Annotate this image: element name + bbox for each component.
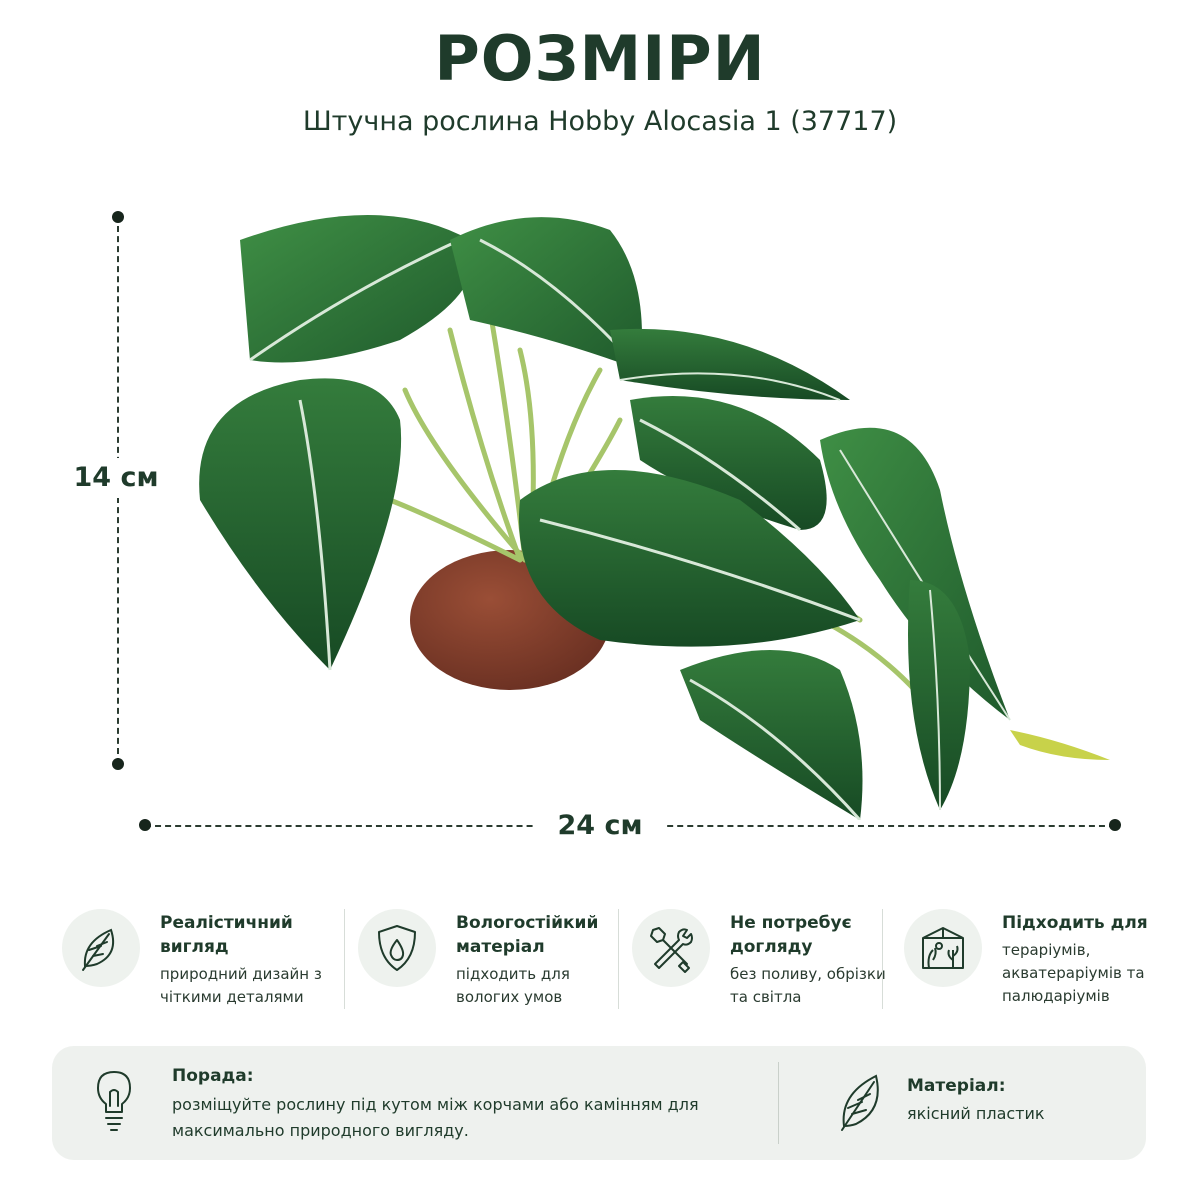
- width-right-dot: [1109, 819, 1121, 831]
- feature-divider: [618, 909, 619, 1009]
- feature-divider: [882, 909, 883, 1009]
- plant-image: [199, 215, 1110, 820]
- page-title: РОЗМІРИ: [434, 22, 766, 95]
- material-body: якісний пластик: [907, 1104, 1045, 1123]
- height-bottom-dot: [112, 758, 124, 770]
- feature-desc: підходить для вологих умов: [456, 965, 570, 1006]
- features-row: Реалістичний вигляд природний дизайн з ч…: [62, 905, 1152, 1015]
- tip-body: розміщуйте рослину під кутом між корчами…: [172, 1095, 699, 1140]
- feature-divider: [344, 909, 345, 1009]
- width-label: 24 см: [535, 806, 665, 846]
- tools-icon: [632, 909, 710, 987]
- shield-drop-icon: [358, 909, 436, 987]
- feature-title: Підходить для: [1002, 913, 1148, 933]
- leaf-icon: [62, 909, 140, 987]
- terrarium-icon: [904, 909, 982, 987]
- feature-suitable-for: Підходить для тераріумів, акватераріумів…: [904, 905, 1152, 1015]
- lightbulb-icon: [92, 1068, 136, 1138]
- material-title: Матеріал:: [907, 1076, 1006, 1096]
- tip-title: Порада:: [172, 1066, 254, 1086]
- feature-desc: тераріумів, акватераріумів та палюдаріум…: [1002, 941, 1145, 1005]
- feature-title: Реалістичний вигляд: [160, 913, 293, 957]
- height-label: 14 см: [60, 458, 172, 498]
- panel-divider: [778, 1062, 779, 1144]
- feature-no-maintenance: Не потребує догляду без поливу, обрізки …: [632, 905, 886, 1015]
- height-top-dot: [112, 211, 124, 223]
- leaf-icon: [836, 1068, 884, 1138]
- feature-realistic: Реалістичний вигляд природний дизайн з ч…: [62, 905, 342, 1015]
- width-left-dot: [139, 819, 151, 831]
- feature-title: Вологостійкий матеріал: [456, 913, 599, 957]
- product-subtitle: Штучна рослина Hobby Alocasia 1 (37717): [302, 106, 898, 137]
- feature-title: Не потребує догляду: [730, 913, 852, 957]
- feature-water-resistant: Вологостійкий матеріал підходить для вол…: [358, 905, 628, 1015]
- feature-desc: природний дизайн з чіткими деталями: [160, 965, 322, 1006]
- tip-panel: Порада: розміщуйте рослину під кутом між…: [52, 1046, 1146, 1160]
- feature-desc: без поливу, обрізки та світла: [730, 965, 886, 1006]
